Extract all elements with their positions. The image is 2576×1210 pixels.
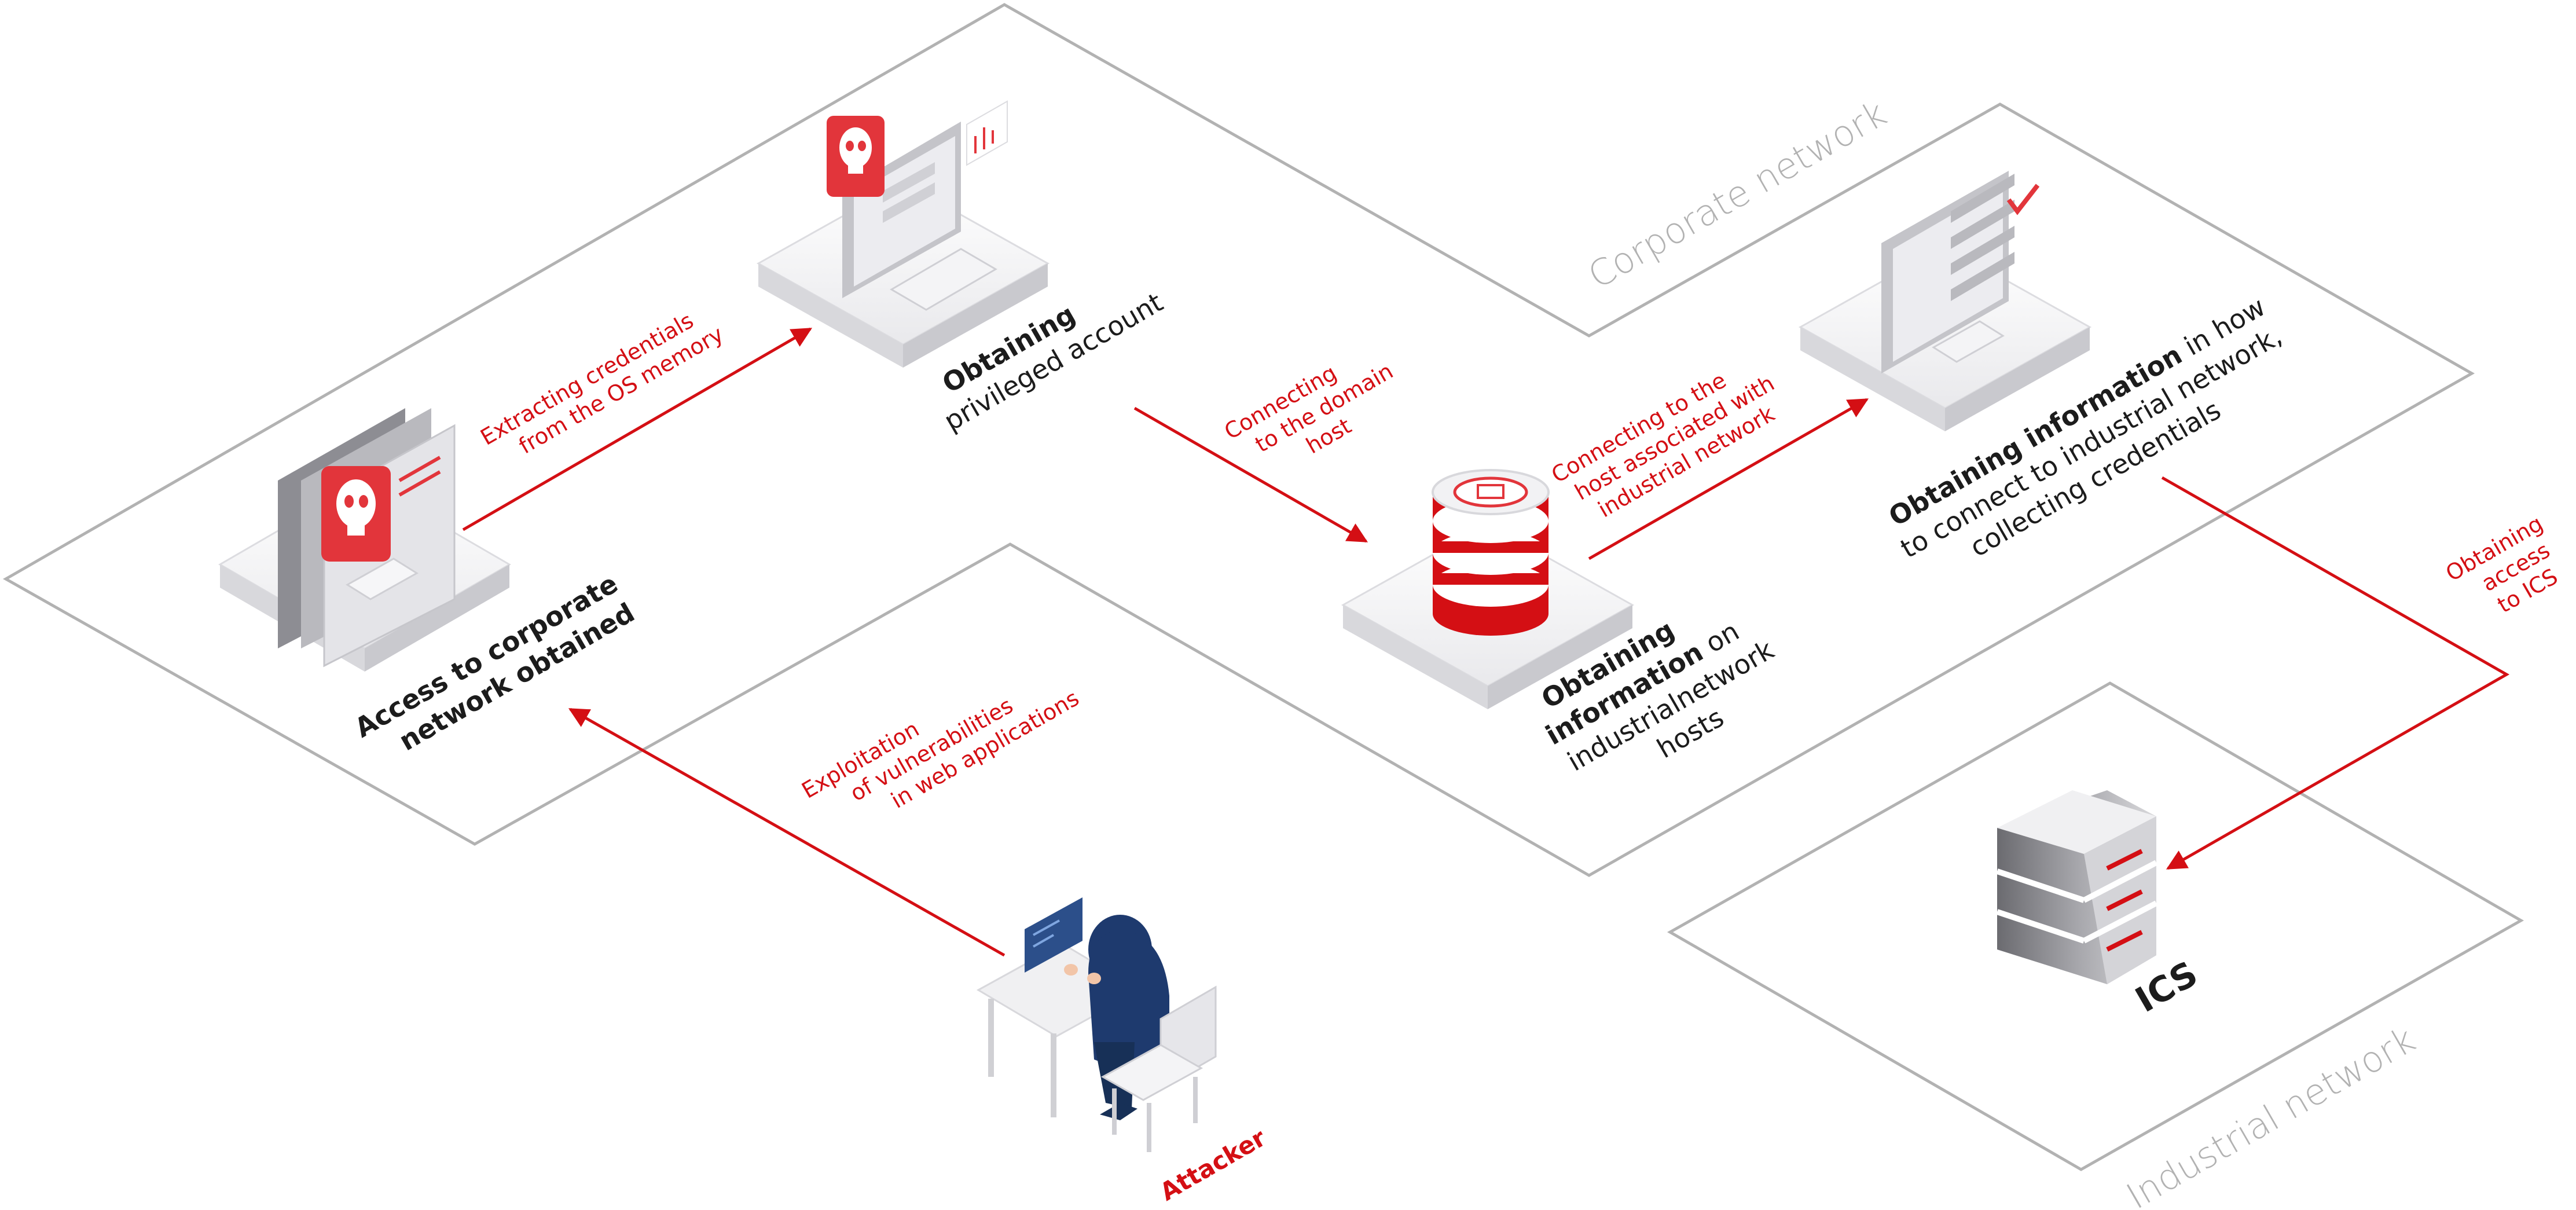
arrow-exploit: [568, 707, 1006, 957]
label-domain: Connecting to the domain host: [1220, 332, 1417, 491]
skull-warning-icon: [827, 116, 885, 197]
industrial-network-outline: [1667, 681, 2524, 1171]
label-extract: Extracting credentials from the OS memor…: [476, 298, 728, 474]
activity-chart-icon: [966, 100, 1008, 166]
laptop-icon: [1025, 897, 1082, 973]
attacker-label: Attacker: [1155, 1123, 1271, 1207]
privileged-node-illustration: [756, 100, 1050, 368]
industrial-network-label: Industrial network: [2119, 1018, 2422, 1210]
corporate-network-label: Corporate network: [1581, 92, 1894, 297]
attacker-illustration: [976, 897, 1217, 1152]
checklist-icon: [1951, 174, 2040, 301]
arrow-industrial-host: [1588, 398, 1869, 560]
ics-server-illustration: [1996, 790, 2158, 984]
access-node-illustration: [218, 408, 511, 672]
database-icon: [1432, 469, 1550, 636]
database-node-illustration: [1341, 469, 1635, 709]
arrow-domain: [1133, 406, 1368, 543]
arrow-extract: [462, 327, 813, 531]
checklist-node-illustration: [1798, 171, 2092, 431]
chair-icon: [1100, 985, 1217, 1152]
corporate-network-outline: [2, 3, 2475, 877]
skull-warning-icon: [321, 466, 391, 562]
label-industrial-host: Connecting to the host associated with i…: [1547, 344, 1799, 534]
arrow-access-ics: [2161, 476, 2510, 870]
label-access-ics: Obtaining access to ICS: [2442, 507, 2576, 633]
server-icon: [1996, 790, 2158, 984]
label-exploit: Exploitation of vulnerabilities in web a…: [798, 639, 1084, 850]
